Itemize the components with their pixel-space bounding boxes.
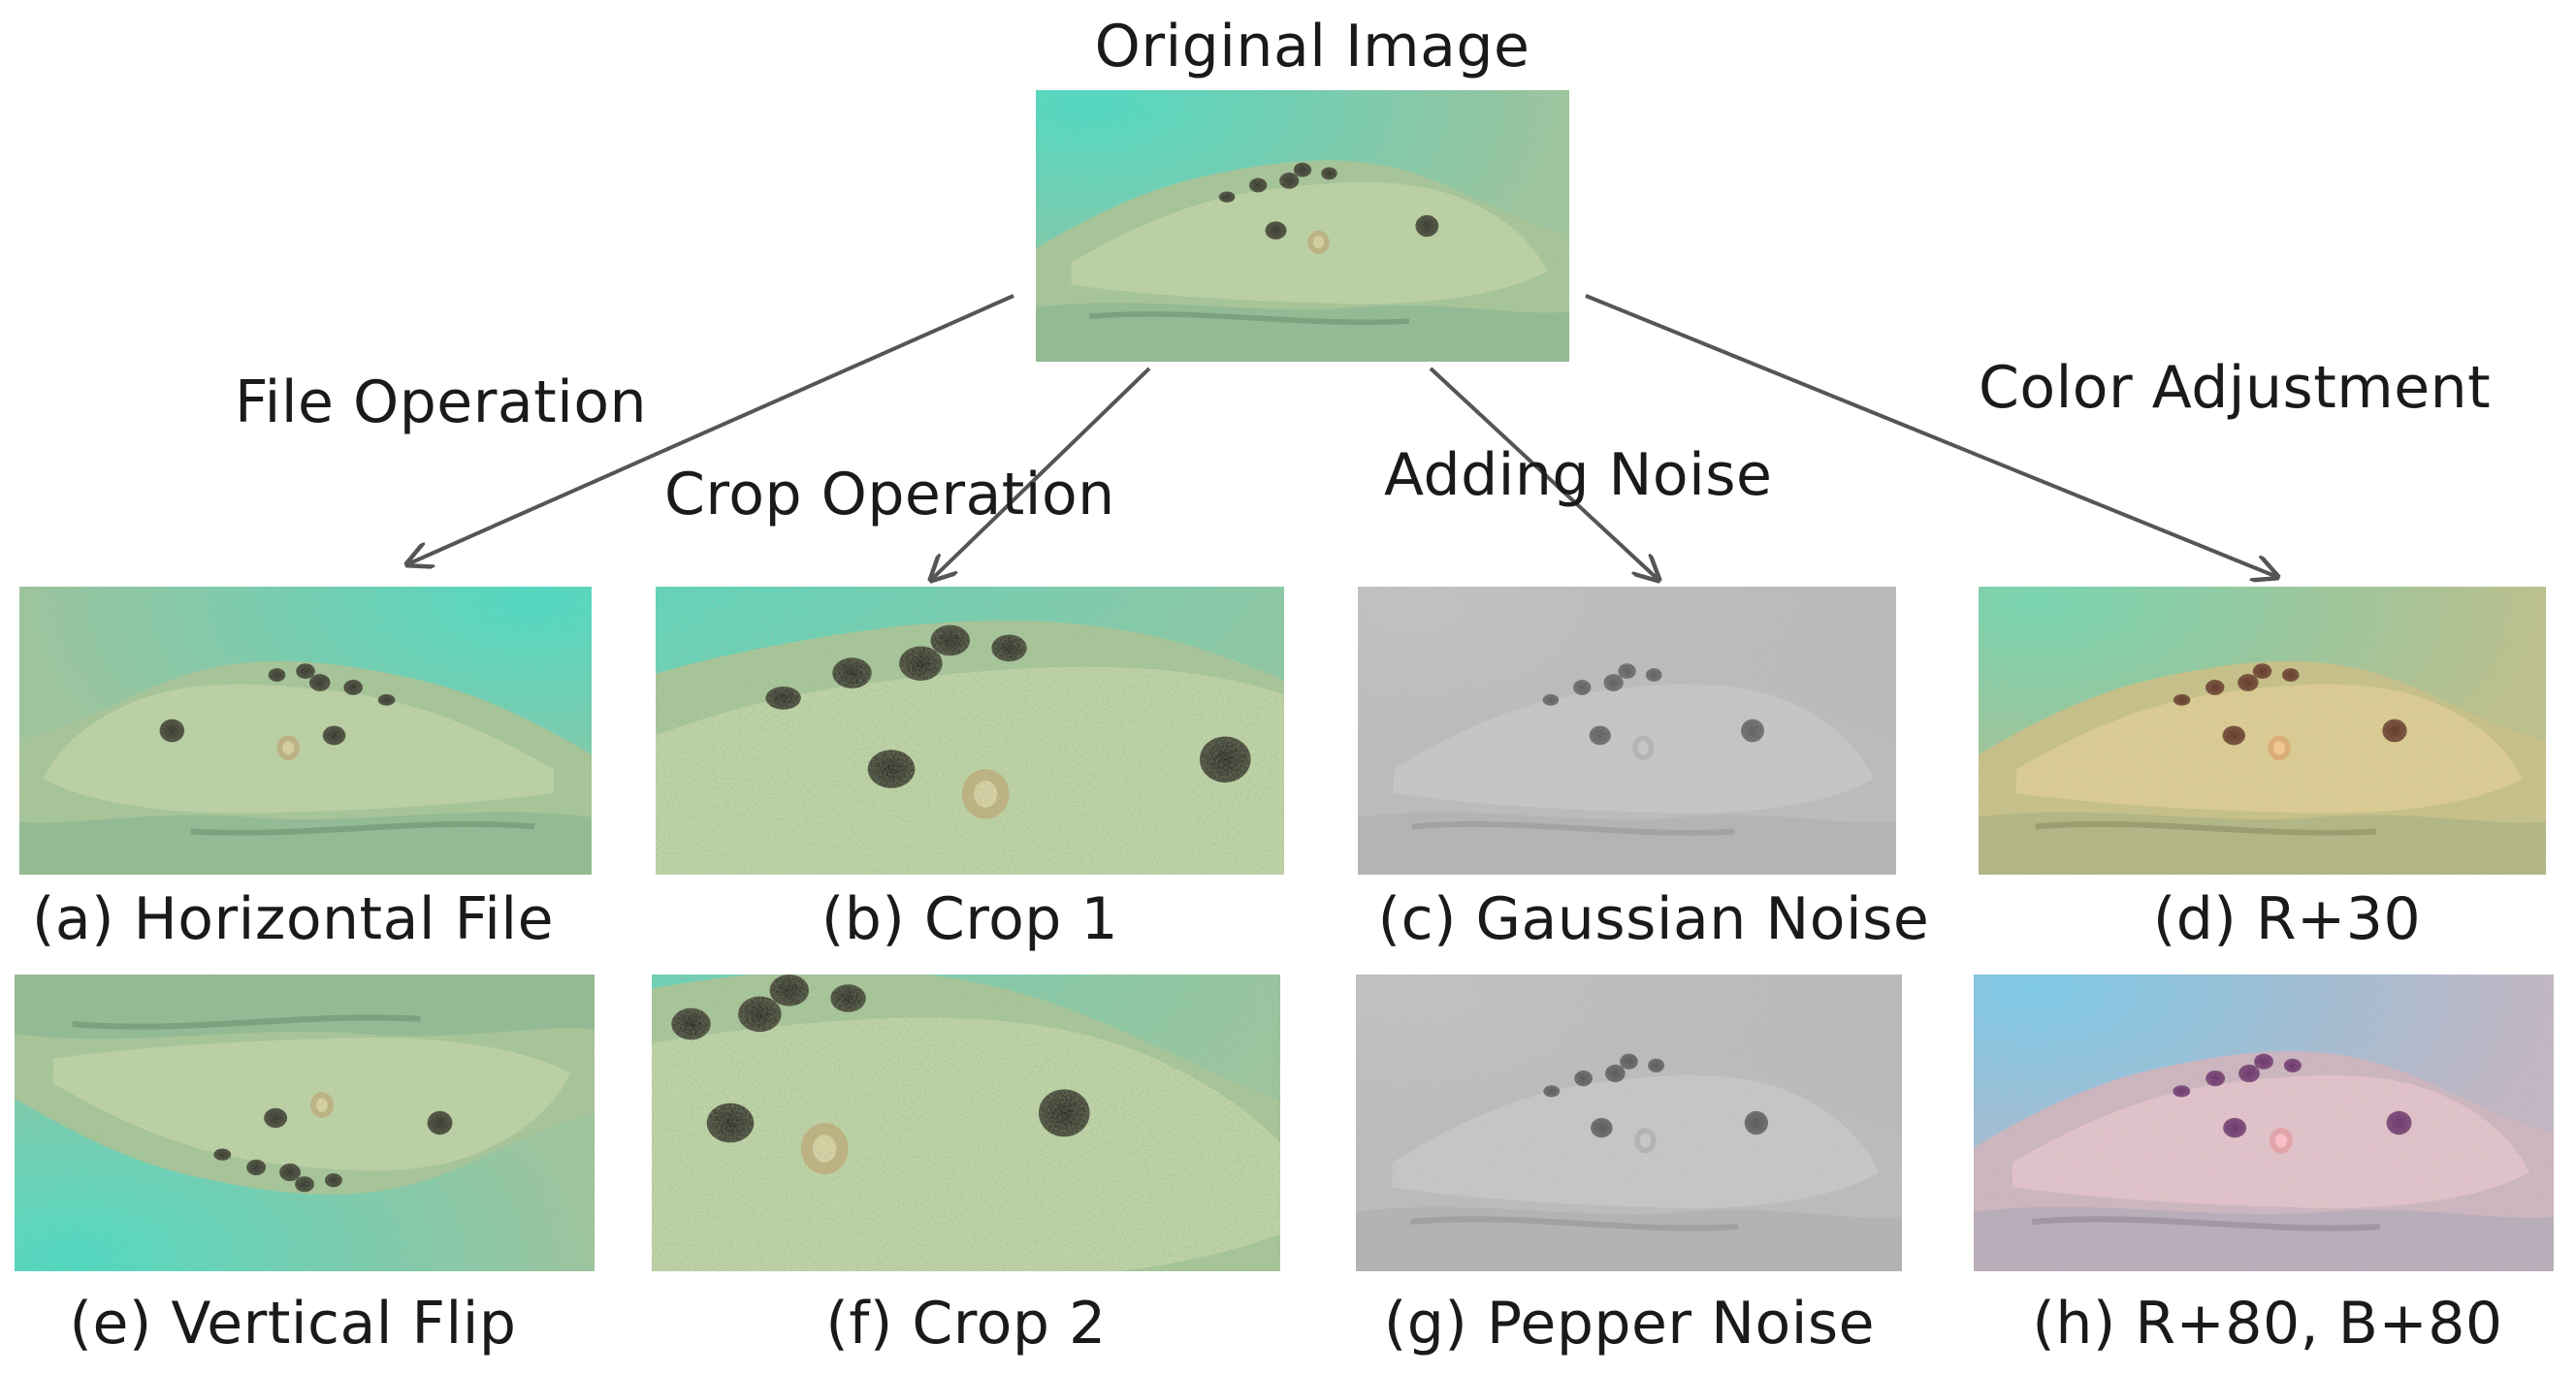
caption-b: (b) Crop 1: [821, 885, 1119, 953]
caption-f: (f) Crop 2: [825, 1290, 1107, 1358]
image-d-r-plus-30: [1979, 587, 2546, 875]
crop-operation-label: Crop Operation: [664, 461, 1115, 528]
file-operation-label: File Operation: [235, 368, 648, 436]
image-b-crop-1: [656, 587, 1284, 875]
image-f-crop-2: [652, 975, 1280, 1271]
image-g-pepper-noise: [1356, 975, 1902, 1271]
caption-c: (c) Gaussian Noise: [1377, 885, 1930, 953]
original-image-title: Original Image: [1094, 13, 1530, 80]
arrow-to-file-operation: [407, 294, 1014, 564]
image-a-horizontal-flip: [19, 587, 592, 875]
original-image: [1036, 90, 1569, 362]
arrow-to-color-adjustment: [1585, 294, 2277, 577]
adding-noise-label: Adding Noise: [1384, 441, 1773, 509]
color-adjustment-label: Color Adjustment: [1979, 354, 2492, 422]
caption-h: (h) R+80, B+80: [2032, 1290, 2503, 1358]
image-h-r-plus-80-b-plus-80: [1974, 975, 2554, 1271]
caption-g: (g) Pepper Noise: [1383, 1290, 1876, 1358]
arrow-to-adding-noise: [1429, 367, 1658, 580]
arrow-to-crop-operation: [931, 367, 1151, 580]
image-e-vertical-flip: [15, 975, 595, 1271]
image-c-gaussian-noise: [1358, 587, 1896, 875]
caption-d: (d) R+30: [2152, 885, 2422, 953]
caption-e: (e) Vertical Flip: [69, 1290, 517, 1358]
caption-a: (a) Horizontal File: [32, 885, 554, 953]
